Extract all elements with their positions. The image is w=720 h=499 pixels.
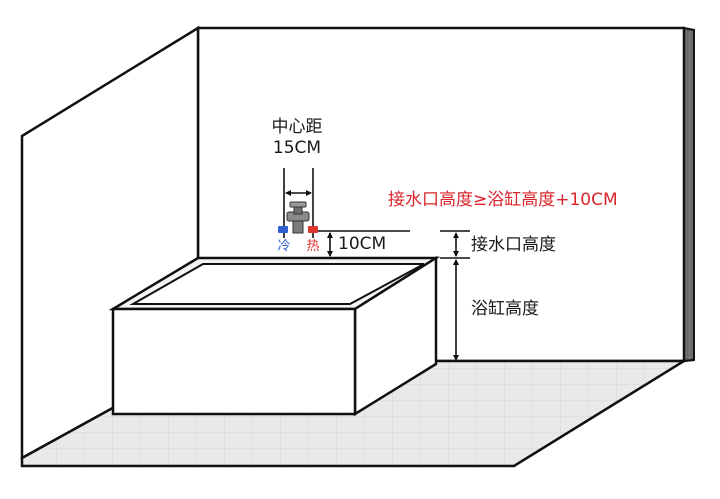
bathtub-inner [129, 263, 425, 305]
offset-value-label: 10CM [338, 234, 386, 254]
bathtub-height-label: 浴缸高度 [471, 298, 539, 319]
inlet-height-label: 接水口高度 [471, 235, 556, 255]
bathtub [108, 255, 441, 417]
offset-dimension [318, 230, 410, 257]
height-rule-text: 接水口高度≥浴缸高度+10CM [388, 189, 618, 210]
hot-inlet-icon [308, 226, 318, 233]
hot-label: 热 [306, 239, 319, 254]
faucet-icon [278, 201, 318, 234]
cold-inlet-icon [278, 226, 288, 233]
wall-edge [683, 26, 695, 363]
center-distance-title: 中心距 [272, 117, 323, 137]
height-dimension [440, 230, 470, 361]
center-distance-value: 15CM [273, 138, 321, 158]
cold-label: 冷 [277, 239, 290, 254]
bathtub-front [111, 307, 357, 416]
